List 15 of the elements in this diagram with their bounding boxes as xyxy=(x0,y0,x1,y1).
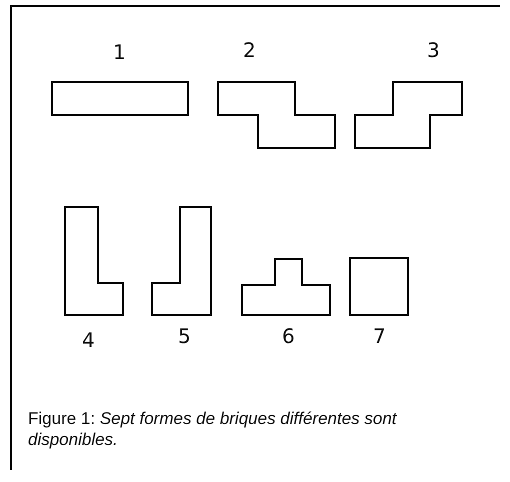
shape-number: 7 xyxy=(373,326,386,346)
shape-number: 4 xyxy=(82,330,95,350)
shape-number: 2 xyxy=(243,40,256,60)
figure-caption: Figure 1: Sept formes de briques différentes sont disponibles. xyxy=(28,408,398,450)
shape-number: 1 xyxy=(113,42,126,62)
shape-number: 3 xyxy=(427,40,440,60)
brick-outline xyxy=(241,258,331,316)
shape-number: 6 xyxy=(282,326,295,346)
brick-outline xyxy=(354,81,463,149)
brick-outline xyxy=(64,206,124,316)
brick-outline xyxy=(51,81,189,116)
brick-outline xyxy=(151,206,212,316)
brick-outline xyxy=(217,81,336,149)
shape-number: 5 xyxy=(178,326,191,346)
brick-outline xyxy=(349,257,409,316)
